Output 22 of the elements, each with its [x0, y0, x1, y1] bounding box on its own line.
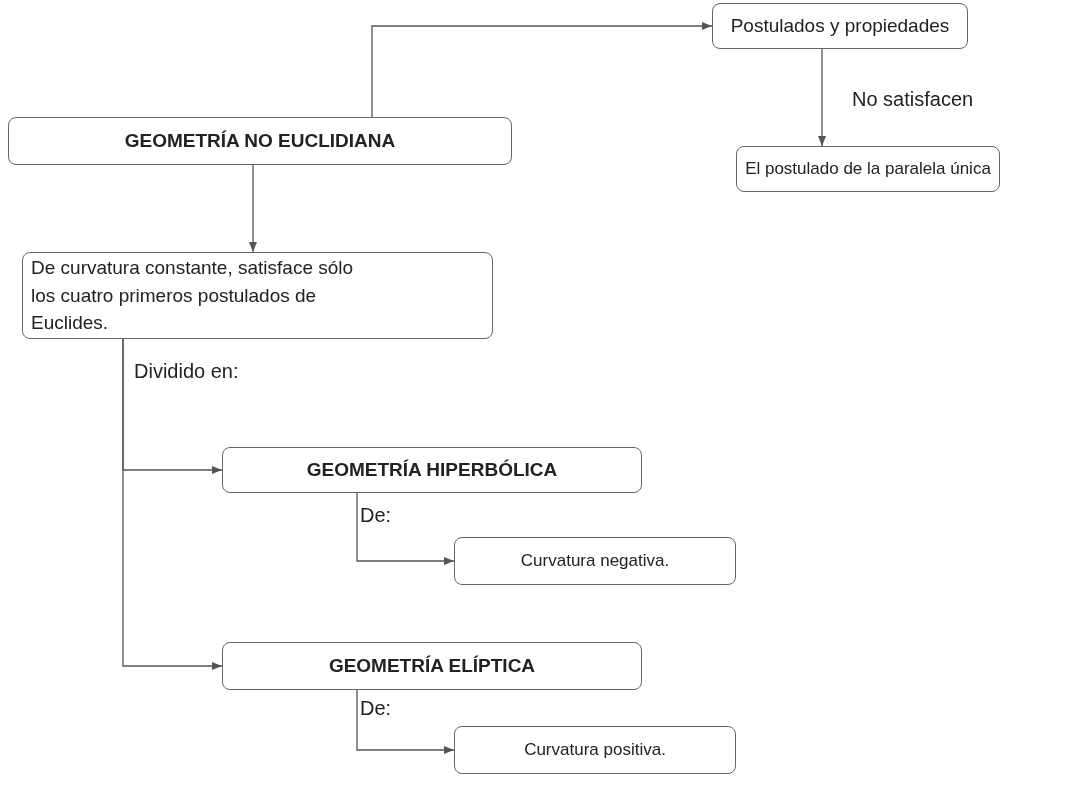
box-text: GEOMETRÍA HIPERBÓLICA [306, 457, 558, 482]
box-text: GEOMETRÍA ELÍPTICA [328, 653, 536, 678]
arrow [356, 689, 455, 754]
box-text: Postulados y propiedades [730, 13, 950, 38]
arrow [122, 338, 223, 670]
box-text: GEOMETRÍA NO EUCLIDIANA [124, 128, 396, 153]
process-box [454, 537, 736, 585]
process-box [712, 3, 968, 49]
process-box [222, 447, 642, 493]
arrow [818, 48, 826, 147]
process-box [8, 117, 512, 165]
process-box [22, 252, 493, 339]
process-box [736, 146, 1000, 192]
process-box [454, 726, 736, 774]
arrow [371, 22, 713, 118]
box-text: De curvatura constante, satisface sólo los cuatro primeros postulados de Euclides. [31, 256, 355, 336]
process-box [222, 642, 642, 690]
arrow [249, 164, 257, 253]
box-text: Curvatura negativa. [520, 550, 670, 573]
box-text: Curvatura positiva. [524, 739, 666, 762]
box-text: El postulado de la paralela única [745, 158, 991, 181]
arrow [356, 492, 455, 565]
